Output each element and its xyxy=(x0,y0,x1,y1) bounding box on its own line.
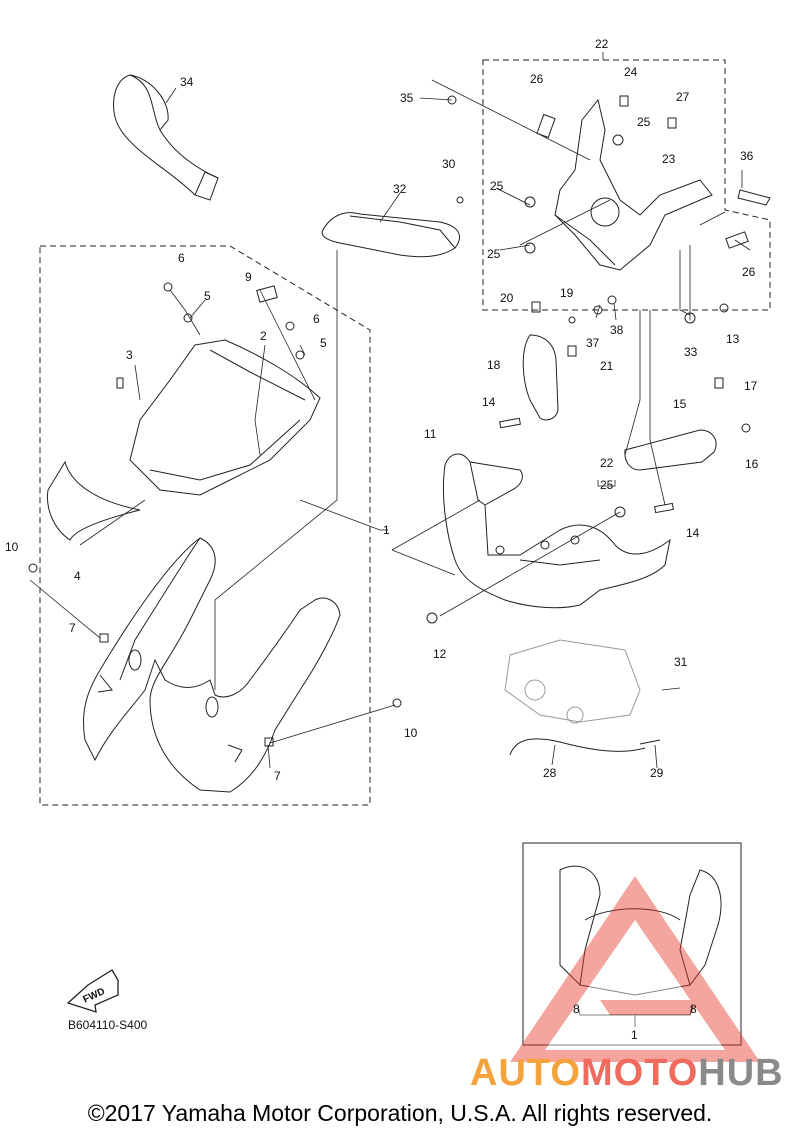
callout-label: 6 xyxy=(313,312,320,326)
callout-label: 38 xyxy=(610,323,624,337)
inset-cowling xyxy=(559,865,722,1027)
callout-label: 10 xyxy=(404,726,418,740)
callout-labels: 34 32 22 35 26 24 27 25 30 23 36 25 25 2… xyxy=(5,37,759,1042)
callout-label: 7 xyxy=(69,621,76,635)
callout-label: 25 xyxy=(490,179,504,193)
callout-label: 7 xyxy=(274,769,281,783)
callout-label: 11 xyxy=(424,427,437,441)
callout-label: 22 xyxy=(595,37,609,51)
callout-label: 3 xyxy=(126,348,133,362)
side-bracket-part-18 xyxy=(522,334,559,421)
callout-label: 32 xyxy=(393,182,407,196)
callout-label: 36 xyxy=(740,149,754,163)
cowling-stay-part-23 xyxy=(554,98,713,271)
mirror-left-part-34 xyxy=(113,74,219,201)
callout-label: 8 xyxy=(573,1002,580,1016)
callout-label: 25 xyxy=(487,247,501,261)
callout-label: 5 xyxy=(204,289,211,303)
fwd-arrow-icon: FWD xyxy=(66,969,119,1013)
callout-label: 17 xyxy=(744,379,758,393)
callout-label: 9 xyxy=(245,270,252,284)
callout-label: 27 xyxy=(676,90,690,104)
bracket-part-15 xyxy=(624,429,717,471)
callout-label: 37 xyxy=(586,336,600,350)
inner-panel-part-2 xyxy=(129,339,321,496)
callout-label: 19 xyxy=(560,286,574,300)
diagram-code: B604110-S400 xyxy=(68,1018,148,1032)
mirror-right-part-32 xyxy=(321,212,460,258)
callout-label: 23 xyxy=(662,152,676,166)
copyright-notice: ©2017 Yamaha Motor Corporation, U.S.A. A… xyxy=(87,1100,713,1126)
side-panel-part-4 xyxy=(46,460,141,541)
callout-label: 28 xyxy=(543,766,557,780)
callout-label: 29 xyxy=(650,766,664,780)
watermark-logo xyxy=(510,876,760,1062)
callout-label: 14 xyxy=(482,395,496,409)
watermark-part2: MOTO xyxy=(580,1052,699,1094)
headlight-unit xyxy=(504,639,641,724)
leader-lines xyxy=(29,52,751,769)
callout-label: 12 xyxy=(433,647,447,661)
callout-label: 30 xyxy=(442,157,456,171)
fasteners xyxy=(28,95,771,747)
callout-label: 21 xyxy=(600,359,614,373)
callout-label: 22 xyxy=(600,456,614,470)
callout-label: 16 xyxy=(745,457,759,471)
callout-label: 2 xyxy=(260,329,267,343)
watermark-part3: HUB xyxy=(698,1052,784,1094)
callout-label: 4 xyxy=(74,569,81,583)
callout-label: 15 xyxy=(673,397,687,411)
watermark-text: AUTOMOTOHUB xyxy=(470,1052,784,1095)
callout-label: 1 xyxy=(631,1028,638,1042)
callout-label: 25 xyxy=(637,115,651,129)
callout-label: 18 xyxy=(487,358,501,372)
callout-label: 25 xyxy=(600,478,614,492)
callout-label: 35 xyxy=(400,91,414,105)
callout-label: 20 xyxy=(500,291,514,305)
bolt-part-29 xyxy=(639,739,661,745)
front-cowling-part-1 xyxy=(82,537,341,793)
wire-harness-part-28 xyxy=(509,738,646,756)
callout-label: 24 xyxy=(624,65,638,79)
callout-label: 8 xyxy=(690,1002,697,1016)
callout-label: 1 xyxy=(383,523,390,537)
callout-label: 33 xyxy=(684,345,698,359)
callout-label: 14 xyxy=(686,526,700,540)
callout-label: 26 xyxy=(742,265,756,279)
callout-label: 34 xyxy=(180,75,194,89)
callout-label: 10 xyxy=(5,540,19,554)
callout-label: 6 xyxy=(178,251,185,265)
cowling-assembly-dashed-box xyxy=(39,245,371,806)
callout-label: 26 xyxy=(530,72,544,86)
headlight-bracket-part-11 xyxy=(442,453,671,609)
watermark-part1: AUTO xyxy=(470,1052,581,1094)
callout-label: 31 xyxy=(674,655,688,669)
bracket-assembly-dashed-box xyxy=(482,59,771,311)
callout-label: 5 xyxy=(320,336,327,350)
inset-frame xyxy=(522,842,742,1046)
callout-label: 13 xyxy=(726,332,740,346)
